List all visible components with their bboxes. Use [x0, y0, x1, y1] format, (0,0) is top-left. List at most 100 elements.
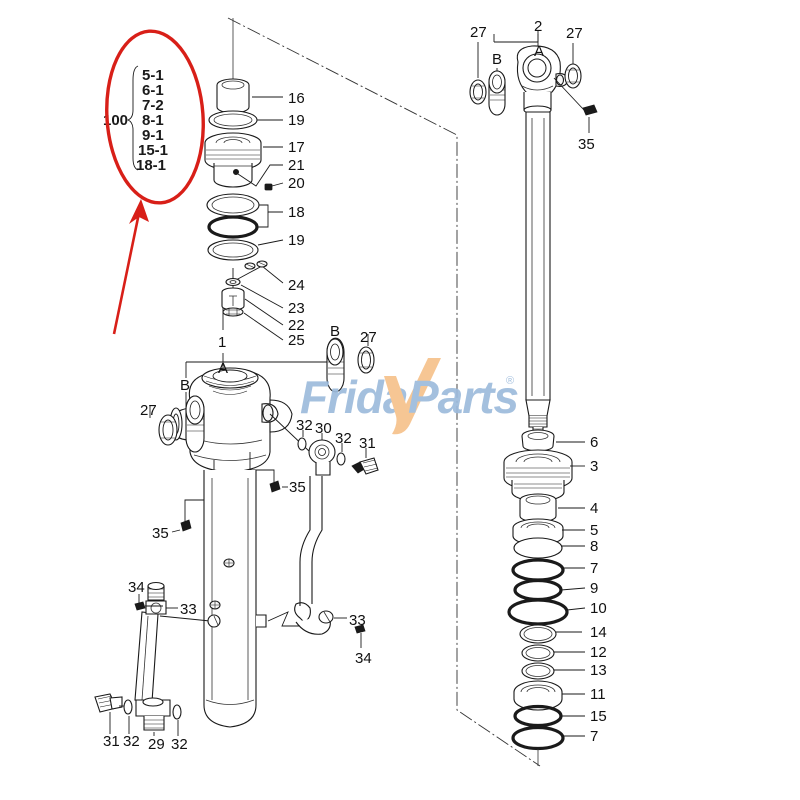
label-3: 3	[590, 458, 598, 475]
red-annotation	[105, 29, 205, 335]
label-35-left: 35	[152, 525, 169, 542]
part-12-ring	[521, 644, 555, 662]
red-arrow-shaft	[112, 212, 141, 335]
part-35-plug-upper	[553, 77, 598, 133]
label-B-center-right: B	[330, 323, 340, 340]
label-14: 14	[590, 624, 607, 641]
red-highlight-ellipse	[105, 29, 205, 205]
label-32-right: 32	[335, 430, 352, 447]
label-19-upper: 19	[288, 112, 305, 129]
part-32-oring-bottom-left	[123, 699, 133, 734]
label-7-lower: 7	[590, 728, 598, 745]
part-31-fitting-bottom	[94, 693, 123, 734]
callout-group-100: 100 5-1 6-1 7-2 8-1 9-1 15-1 18-1	[103, 65, 168, 174]
part-14-ring	[519, 624, 557, 644]
upper-right-eye-assembly: 2 A B 27 27 35	[469, 18, 598, 153]
part-13-ring	[521, 662, 555, 680]
part-17-piston	[204, 132, 262, 188]
part-B-bushing-center-left	[185, 395, 205, 453]
label-34-right: 34	[355, 650, 372, 667]
label-B-upper: B	[492, 51, 502, 68]
part-10-oring-large	[507, 598, 569, 626]
label-22: 22	[288, 317, 305, 334]
label-7-upper: 7	[590, 560, 598, 577]
label-33-left: 33	[180, 601, 197, 618]
part-7-oring-lower	[511, 725, 565, 751]
upper-left-stack: 16 19 17 21 20 18 19 24 23 22 25	[204, 18, 305, 349]
label-20: 20	[288, 175, 305, 192]
label-21: 21	[288, 157, 305, 174]
part-27-seal-center-left	[158, 414, 178, 446]
label-1: 1	[218, 334, 226, 351]
hose-top-fitting	[145, 581, 167, 615]
part-34-bolt-right	[354, 624, 366, 648]
part-30-elbow	[308, 433, 336, 476]
part-16-bushing	[216, 78, 250, 114]
part-B-bushing-upper	[488, 70, 506, 116]
red-arrow-head	[129, 199, 149, 224]
label-11: 11	[590, 686, 606, 703]
part-B-bushing-center-right	[326, 337, 345, 393]
label-32-bottom-left: 32	[123, 733, 140, 750]
label-27-center-right: 27	[360, 329, 377, 346]
label-33-right: 33	[349, 612, 366, 629]
label-29: 29	[148, 736, 165, 753]
part-3-gland	[503, 449, 573, 502]
part-8-ring	[513, 537, 563, 559]
part-19-backup-ring-upper	[208, 110, 258, 130]
watermark-registered-mark: ®	[506, 375, 514, 387]
label-27-upper-left: 27	[470, 24, 487, 41]
callout-member-4: 9-1	[142, 127, 164, 144]
cylinder-tube	[203, 470, 267, 728]
part-27-seal-right	[564, 63, 582, 89]
label-32-left: 32	[296, 417, 313, 434]
label-34-left: 34	[128, 579, 145, 596]
label-27-center-left: 27	[140, 402, 157, 419]
label-31-bottom: 31	[103, 733, 120, 750]
callout-member-6: 18-1	[136, 157, 166, 174]
label-A-center: A	[218, 360, 228, 377]
piston-rod	[525, 111, 551, 446]
label-5: 5	[590, 522, 598, 539]
cylinder-head-body	[169, 367, 293, 473]
label-32-bottom-right: 32	[171, 736, 188, 753]
part-35-plug-center	[249, 452, 288, 493]
part-20-plug	[264, 182, 284, 191]
label-16: 16	[288, 90, 305, 107]
callout-member-3: 8-1	[142, 112, 164, 129]
part-31-fitting	[351, 448, 379, 475]
part-21-pin	[232, 164, 283, 187]
part-33-right	[267, 602, 347, 635]
label-4: 4	[590, 500, 598, 517]
label-15: 15	[590, 708, 607, 725]
lower-right-stack: 6 3 4 5 8 7 9 10 14 12 13 11 15 7	[503, 429, 607, 766]
label-30: 30	[315, 420, 332, 437]
part-25-clip	[222, 307, 244, 317]
part-33-left	[159, 607, 221, 628]
part-27-seal-left	[469, 79, 487, 105]
watermark-text-secondary: Parts	[408, 371, 518, 423]
label-6: 6	[590, 434, 598, 451]
label-8: 8	[590, 538, 598, 555]
label-B-center-left: B	[180, 377, 190, 394]
callout-group-number: 100	[103, 112, 128, 129]
part-22-bushing	[221, 287, 245, 311]
label-18: 18	[288, 204, 305, 221]
fridayparts-watermark: Frida Parts ®	[300, 358, 519, 435]
label-17: 17	[288, 139, 305, 156]
lower-hose-assembly: 34 33 33 34 31 32 29 32	[94, 476, 372, 753]
label-23: 23	[288, 300, 305, 317]
callout-member-5: 15-1	[138, 142, 168, 159]
part-32-oring-left	[297, 430, 307, 451]
callout-member-2: 7-2	[142, 97, 164, 114]
label-A-upper: A	[534, 43, 544, 60]
part-29-hose-end	[135, 697, 171, 736]
section-divider	[227, 17, 541, 767]
callout-member-0: 5-1	[142, 67, 164, 84]
label-9: 9	[590, 580, 598, 597]
part-6-cup	[521, 429, 555, 452]
watermark-swoosh-y	[384, 358, 441, 435]
part-18-oring-set	[206, 193, 283, 239]
